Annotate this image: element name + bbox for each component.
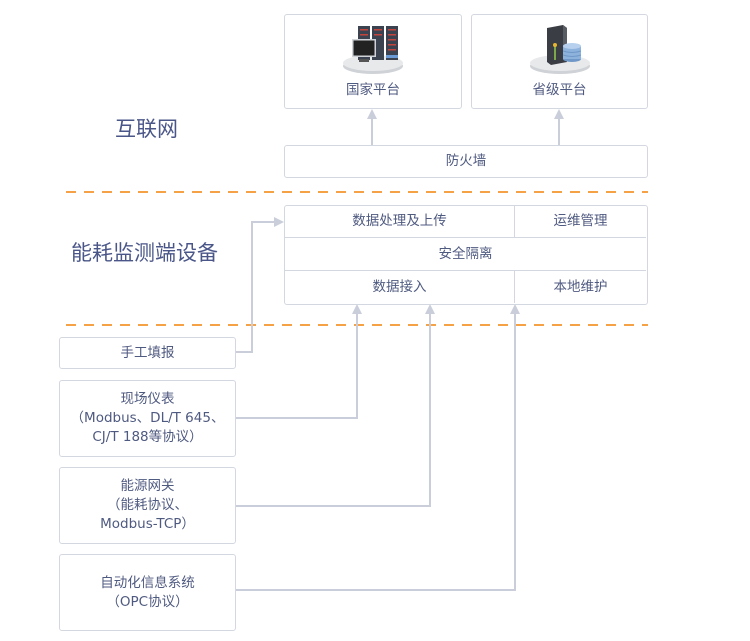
source-manual-entry: 手工填报 [59, 337, 236, 369]
local-maintenance-label: 本地维护 [553, 278, 608, 295]
data-access-label: 数据接入 [372, 278, 427, 295]
provincial-platform-box: 省级平台 [471, 14, 648, 109]
security-isolation-cell: 安全隔离 [285, 238, 646, 271]
firewall-box: 防火墙 [284, 145, 648, 178]
source-energy-gateway-title: 能源网关 [120, 478, 175, 494]
source-field-meters-protocol-1: （Modbus、DL/T 645、 [70, 410, 225, 426]
arrow-manual-to-processing [236, 217, 284, 353]
source-energy-gateway-protocol-1: （能耗协议、 [107, 497, 188, 513]
ops-management-cell: 运维管理 [515, 206, 646, 238]
source-automation-system-protocol: （OPC协议） [106, 593, 189, 610]
national-platform-label: 国家平台 [346, 82, 400, 98]
arrow-meters-to-access [236, 304, 362, 419]
arrow-gateway-to-access [236, 304, 435, 507]
device-stack: 数据处理及上传 运维管理 安全隔离 数据接入 本地维护 [284, 205, 648, 305]
source-energy-gateway: 能源网关 （能耗协议、 Modbus-TCP） [59, 467, 236, 544]
zone-label-internet: 互联网 [115, 117, 178, 141]
source-field-meters: 现场仪表 （Modbus、DL/T 645、 CJ/T 188等协议） [59, 380, 236, 457]
data-processing-upload-cell: 数据处理及上传 [285, 206, 515, 238]
security-isolation-label: 安全隔离 [438, 245, 493, 262]
provincial-platform-label: 省级平台 [532, 82, 587, 98]
source-automation-system-title: 自动化信息系统 [100, 574, 195, 591]
zone-label-device: 能耗监测端设备 [71, 241, 218, 265]
source-energy-gateway-protocol-2: Modbus-TCP） [100, 516, 195, 532]
firewall-label: 防火墙 [445, 153, 487, 169]
data-processing-upload-label: 数据处理及上传 [352, 213, 447, 229]
server-rack-icon [343, 26, 403, 74]
data-access-cell: 数据接入 [285, 271, 515, 303]
server-database-icon [529, 25, 590, 74]
national-platform-box: 国家平台 [284, 14, 462, 109]
source-manual-entry-label: 手工填报 [120, 344, 175, 361]
arrow-automation-to-access [236, 304, 520, 591]
source-automation-system: 自动化信息系统 （OPC协议） [59, 554, 236, 631]
source-field-meters-title: 现场仪表 [120, 391, 175, 407]
ops-management-label: 运维管理 [553, 213, 608, 229]
local-maintenance-cell: 本地维护 [515, 271, 646, 303]
source-field-meters-protocol-2: CJ/T 188等协议） [92, 429, 203, 445]
